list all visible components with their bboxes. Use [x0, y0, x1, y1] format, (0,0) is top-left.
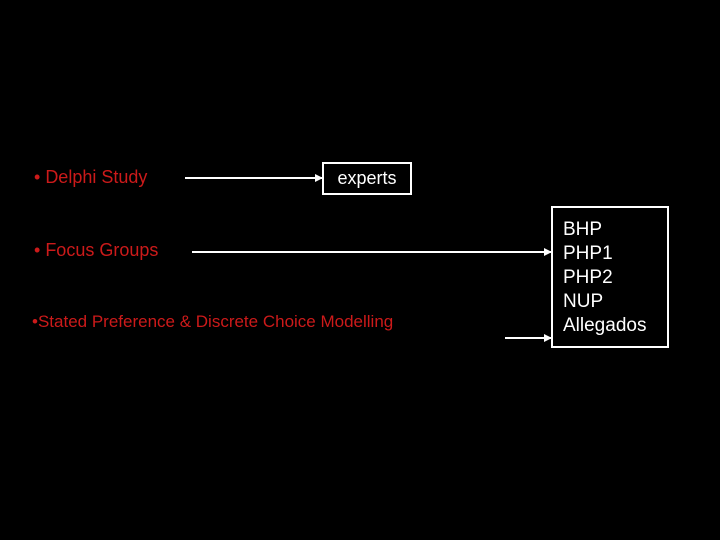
- category-item-php1: PHP1: [563, 243, 613, 264]
- category-item-php2: PHP2: [563, 267, 613, 288]
- bullet-item-label: Stated Preference & Discrete Choice Mode…: [37, 312, 394, 331]
- bullet-item-stated-preference: •Stated Preference & Discrete Choice Mod…: [32, 313, 393, 330]
- bullet-dot-icon: •: [34, 240, 46, 260]
- bullet-item-focus-groups: • Focus Groups: [34, 241, 158, 259]
- bullet-dot-icon: •: [32, 312, 38, 331]
- experts-box: experts: [322, 162, 412, 195]
- bullet-dot-icon: •: [34, 167, 46, 187]
- bullet-item-label: Focus Groups: [45, 240, 159, 260]
- arrow-delphi-to-experts-icon: [185, 174, 323, 182]
- arrow-focus-groups-to-categories-icon: [192, 248, 552, 256]
- category-item-allegados: Allegados: [563, 315, 647, 336]
- category-item-bhp: BHP: [563, 219, 603, 240]
- bullet-item-delphi-study: • Delphi Study: [34, 168, 147, 186]
- arrow-stated-preference-to-categories-icon: [505, 334, 552, 342]
- bullet-item-label: Delphi Study: [45, 167, 148, 187]
- categories-box: BHP PHP1 PHP2 NUP Allegados: [551, 206, 669, 348]
- category-item-nup: NUP: [563, 291, 604, 312]
- experts-box-label: experts: [337, 168, 397, 188]
